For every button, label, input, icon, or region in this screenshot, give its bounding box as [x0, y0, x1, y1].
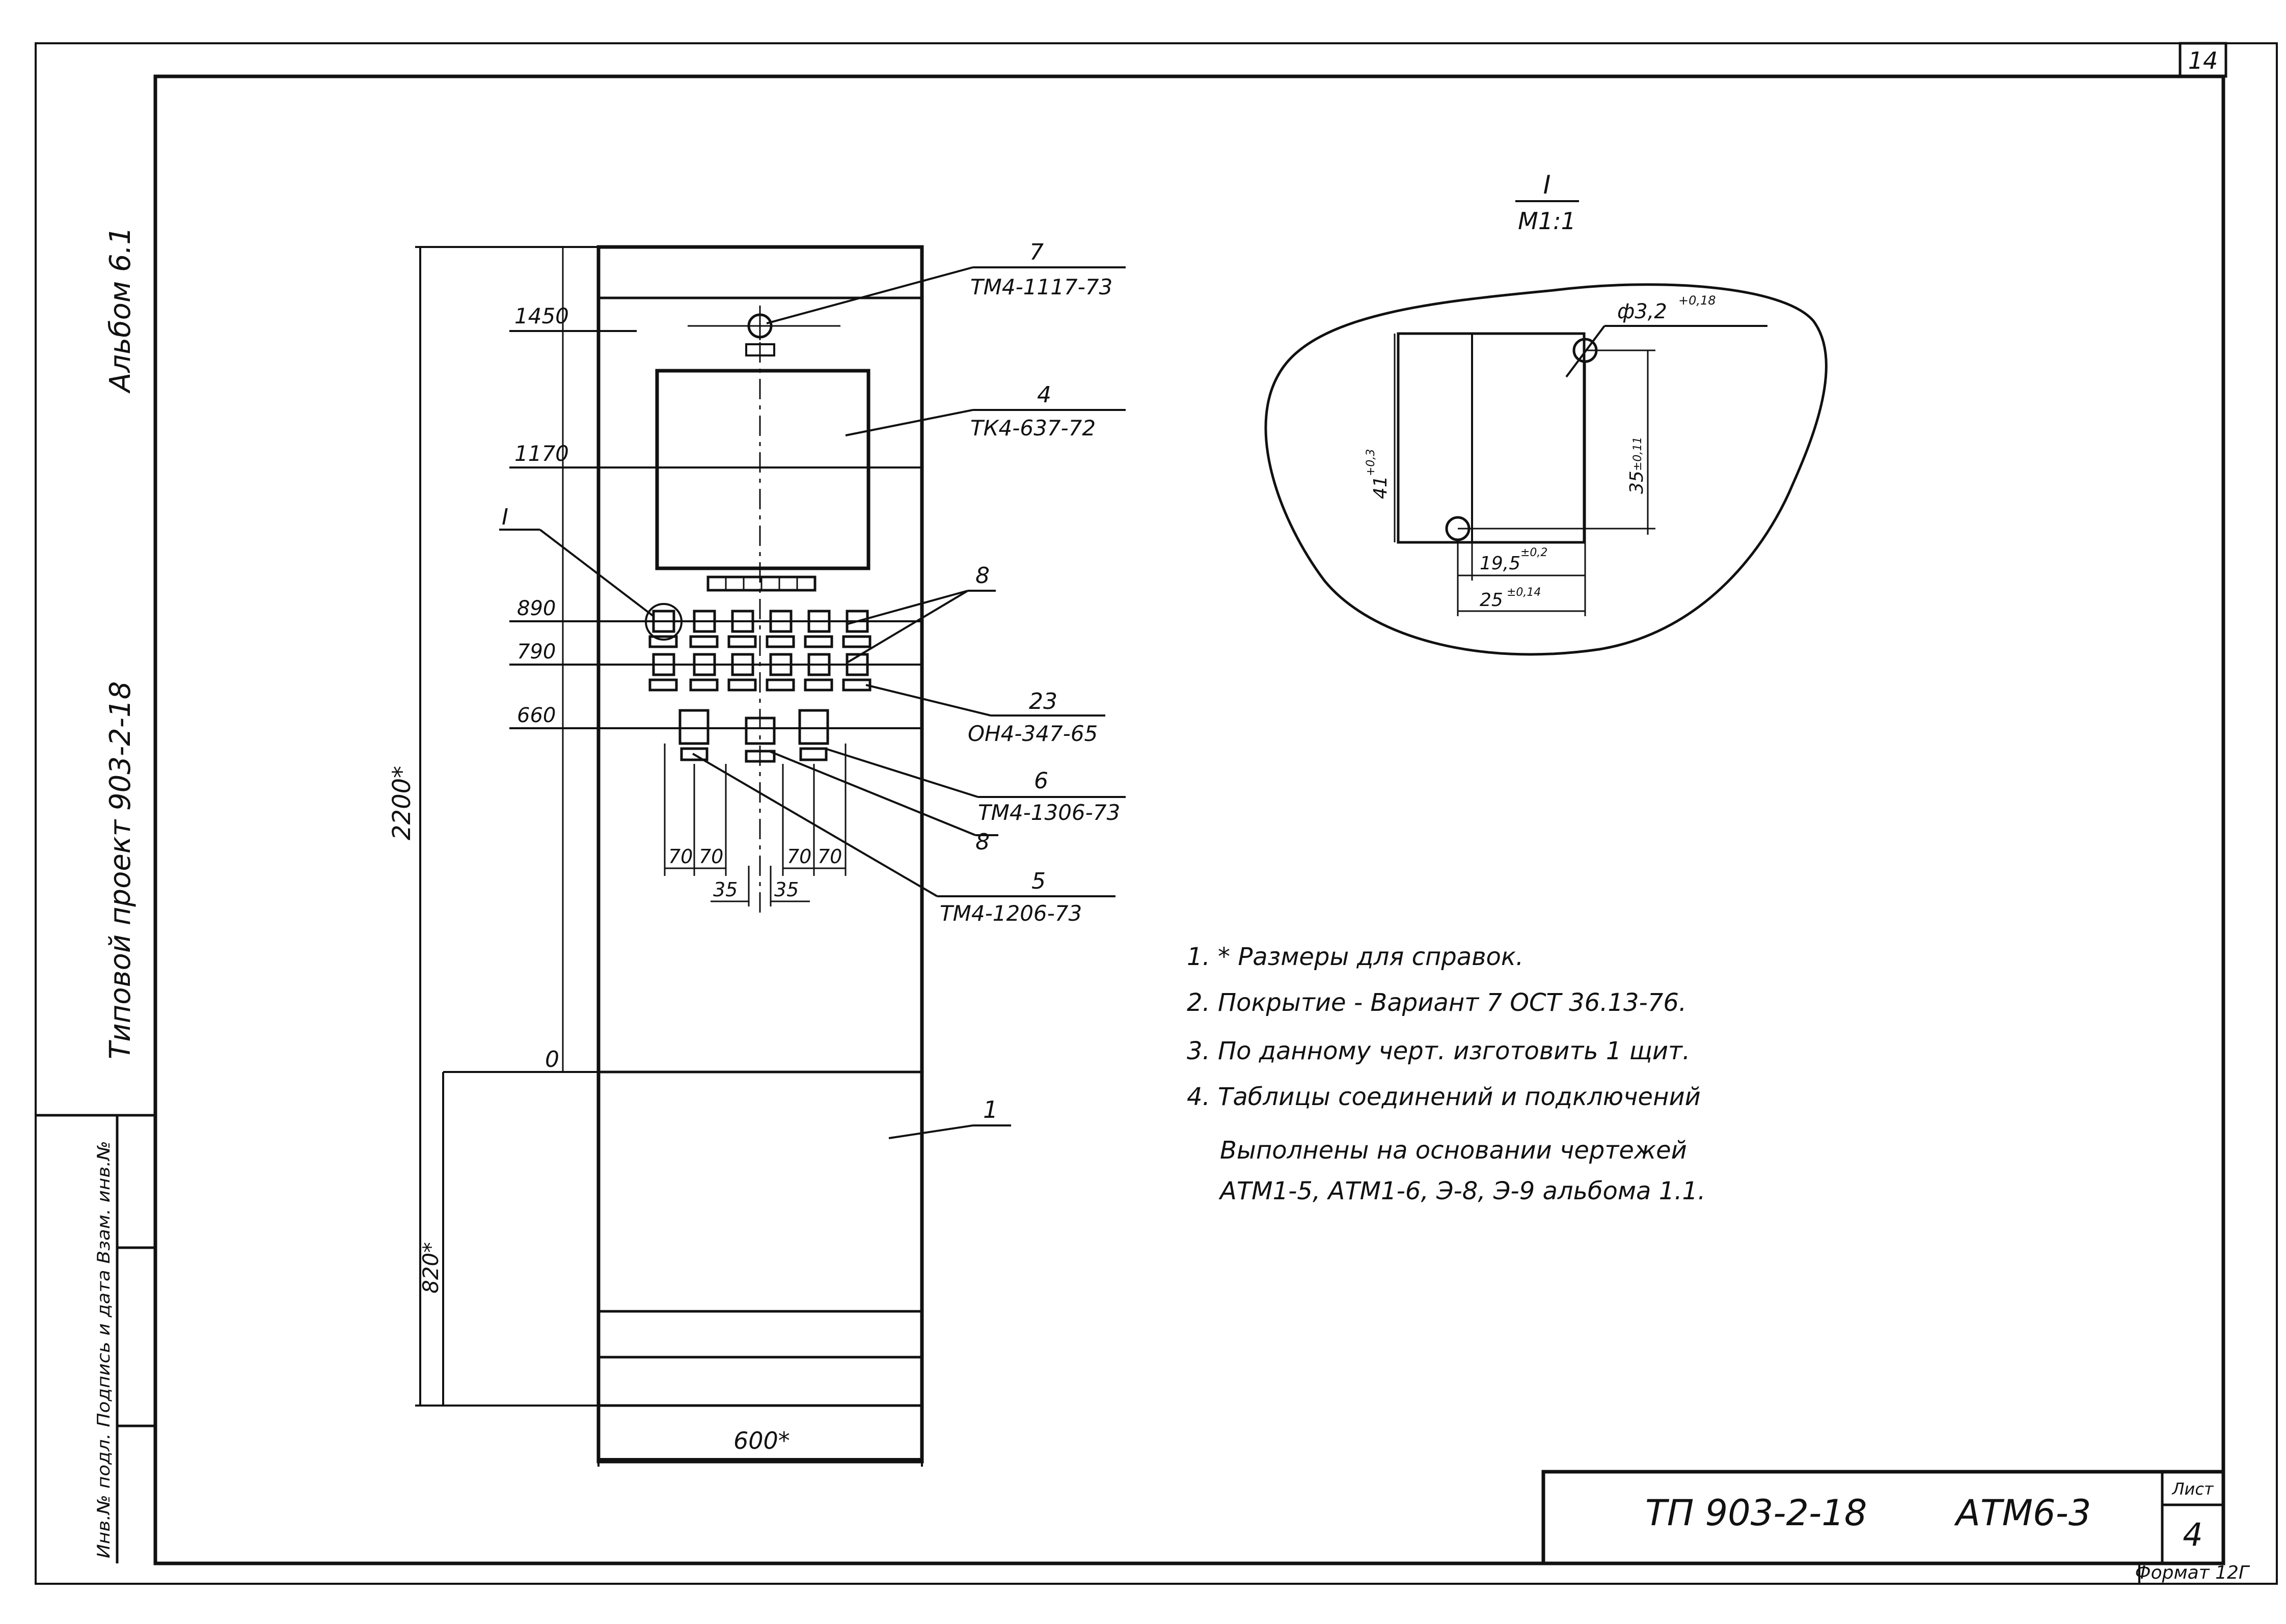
- callout-8-num: 8: [975, 563, 990, 589]
- callout-5-num: 5: [1031, 868, 1046, 894]
- panel-lower-section: [597, 1070, 923, 1463]
- callout-8b-num: 8: [975, 829, 990, 855]
- detail-h41-tol: +0,3: [1365, 449, 1377, 476]
- detail-h41: 41: [1370, 476, 1391, 499]
- level-660: 660: [517, 704, 556, 727]
- callout-6-code: ТМ4-1306-73: [978, 800, 1120, 825]
- dim-70-d: 70: [818, 845, 842, 868]
- sheet-value: 4: [2183, 1516, 2202, 1553]
- level-890: 890: [517, 597, 556, 620]
- note-4-line-2: Выполнены на основании чертежей: [1220, 1136, 1687, 1165]
- level-790: 790: [517, 640, 556, 664]
- level-0: 0: [545, 1047, 559, 1072]
- dim-70-c: 70: [787, 845, 811, 868]
- notes-block: 1. * Размеры для справок. 2. Покрытие - …: [1187, 943, 1705, 1205]
- view-mark-i: I: [502, 504, 508, 530]
- callout-4-num: 4: [1037, 382, 1051, 408]
- level-1450: 1450: [514, 304, 569, 328]
- note-2: 2. Покрытие - Вариант 7 ОСТ 36.13-76.: [1187, 988, 1686, 1017]
- callout-4-code: ТК4-637-72: [970, 416, 1096, 441]
- doc-code: ТП 903-2-18: [1645, 1492, 1867, 1534]
- detail-plate: [1397, 332, 1586, 544]
- dim-70-b: 70: [699, 845, 723, 868]
- callout-7-num: 7: [1029, 239, 1044, 265]
- dim-35-a: 35: [713, 878, 738, 901]
- inner-frame: [153, 74, 2225, 1565]
- dim-70-a: 70: [668, 845, 693, 868]
- callout-23-code: ОН4-347-65: [968, 721, 1098, 746]
- detail-break-outline: [1264, 283, 1828, 656]
- detail-w25: 25: [1480, 590, 1503, 611]
- note-1: 1. * Размеры для справок.: [1187, 943, 1523, 971]
- sheet-number: 14: [2188, 47, 2218, 74]
- callout-1-num: 1: [983, 1096, 998, 1123]
- level-1170: 1170: [514, 441, 569, 466]
- button-row-3: [678, 709, 829, 763]
- detail-w195: 19,5: [1480, 553, 1520, 574]
- detail-h35-tol: ±0,11: [1631, 437, 1644, 471]
- album-label: Альбом 6.1: [104, 227, 137, 394]
- width-dim: 600*: [733, 1427, 790, 1454]
- callout-7-code: ТМ4-1117-73: [970, 274, 1112, 299]
- main-instrument: [655, 369, 870, 570]
- button-rows: [645, 603, 872, 906]
- callout-6-num: 6: [1034, 768, 1048, 794]
- detail-w195-tol: ±0,2: [1520, 546, 1547, 559]
- detail-w25-tol: ±0,14: [1507, 586, 1541, 599]
- detail-view: [1264, 200, 1828, 656]
- format-label: Формат 12Г: [2135, 1562, 2250, 1583]
- outer-frame: [35, 42, 2278, 1585]
- title-block: [1541, 1470, 2225, 1565]
- note-4: 4. Таблицы соединений и подключений: [1187, 1083, 1701, 1111]
- dim-35-b: 35: [774, 878, 799, 901]
- detail-h35: 35: [1626, 471, 1647, 494]
- top-device-label: [745, 343, 775, 356]
- button-row-1: [648, 610, 872, 648]
- detail-view-circle: [645, 603, 683, 641]
- sheet-label: Лист: [2171, 1479, 2214, 1499]
- note-4-line-3: АТМ1-5, АТМ1-6, Э-8, Э-9 альбома 1.1.: [1218, 1177, 1705, 1205]
- detail-scale: М1:1: [1518, 207, 1576, 235]
- project-label: Типовой проект 903-2-18: [104, 681, 137, 1059]
- leader-lines: [499, 266, 1126, 1139]
- base-dim: 820*: [418, 1242, 443, 1293]
- callout-5-code: ТМ4-1206-73: [940, 901, 1082, 926]
- detail-hole-tol: +0,18: [1678, 293, 1716, 308]
- sheet-number-box: [2179, 42, 2227, 78]
- detail-hole: ф3,2: [1617, 300, 1667, 323]
- note-3: 3. По данному черт. изготовить 1 щит.: [1187, 1037, 1690, 1065]
- stamp-label: Инв.№ подл. Подпись и дата Взам. инв.№: [94, 1141, 114, 1558]
- drawing-code: АТМ6-3: [1954, 1492, 2091, 1534]
- height-dim: 2200*: [388, 766, 416, 840]
- callout-23-num: 23: [1029, 689, 1057, 714]
- detail-title: I: [1543, 170, 1551, 200]
